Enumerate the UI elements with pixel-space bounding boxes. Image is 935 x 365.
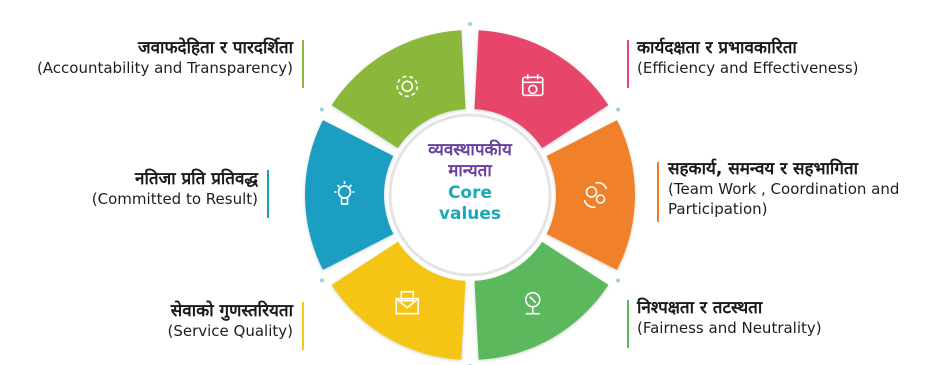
label-teamwork: सहकार्य, समन्वय र सहभागिता (Team Work , … [668, 158, 899, 219]
label-accountability-nepali: जवाफदेहिता र पारदर्शिता [137, 38, 293, 58]
accent-bar-efficiency [627, 40, 629, 88]
label-teamwork-nepali: सहकार्य, समन्वय र सहभागिता [668, 159, 858, 179]
center-title-nepali-2: मान्यता [448, 161, 492, 182]
segment-teamwork [546, 120, 635, 270]
label-service: सेवाको गुणस्तरियता (Service Quality) [167, 300, 293, 342]
cycle-icon [583, 181, 608, 209]
label-result-nepali: नतिजा प्रति प्रतिवद्ध [135, 169, 258, 189]
label-result-english: (Committed to Result) [91, 190, 258, 209]
calendar-icon [521, 74, 544, 97]
label-teamwork-english-2: Participation) [668, 199, 768, 218]
accent-bar-service [302, 302, 304, 350]
label-fairness-english: (Fairness and Neutrality) [637, 319, 822, 338]
segment-accountability [331, 30, 466, 149]
center-title-english-2: values [438, 203, 502, 224]
label-fairness: निश्पक्षता र तटस्थता (Fairness and Neutr… [637, 297, 822, 339]
accent-bar-teamwork [657, 162, 659, 222]
segment-fairness [474, 241, 609, 360]
connector-dot [319, 107, 324, 112]
accent-bar-fairness [627, 300, 629, 348]
label-accountability-english: (Accountability and Transparency) [36, 59, 293, 78]
label-service-english: (Service Quality) [167, 322, 293, 341]
connector-dot [616, 107, 621, 112]
connector-dot [319, 278, 324, 283]
segments-layer [304, 22, 635, 365]
label-result: नतिजा प्रति प्रतिवद्ध (Committed to Resu… [92, 168, 258, 210]
accent-bar-result [267, 170, 269, 218]
center-circle [388, 113, 552, 277]
label-service-nepali: सेवाको गुणस्तरियता [170, 301, 293, 321]
accent-bar-accountability [302, 40, 304, 88]
center-title-english-1: Core [447, 182, 493, 203]
label-efficiency: कार्यदक्षता र प्रभावकारिता (Efficiency a… [637, 37, 859, 79]
label-efficiency-nepali: कार्यदक्षता र प्रभावकारिता [637, 38, 797, 58]
envelope-icon [395, 290, 420, 315]
segment-efficiency [474, 30, 609, 149]
label-efficiency-english: (Efficiency and Effectiveness) [637, 59, 859, 78]
center-title-nepali-1: व्यवस्थापकीय [428, 140, 512, 160]
center-title: व्यवस्थापकीय मान्यता Core values [395, 140, 545, 225]
label-fairness-nepali: निश्पक्षता र तटस्थता [637, 298, 763, 318]
connector-dot [468, 22, 472, 26]
balance-icon [524, 291, 541, 315]
label-accountability: जवाफदेहिता र पारदर्शिता (Accountability … [37, 37, 293, 79]
label-teamwork-english-1: (Team Work , Coordination and [668, 180, 900, 199]
connector-dot [616, 278, 621, 283]
lightbulb-icon [334, 181, 355, 205]
gear-icon [396, 75, 419, 98]
